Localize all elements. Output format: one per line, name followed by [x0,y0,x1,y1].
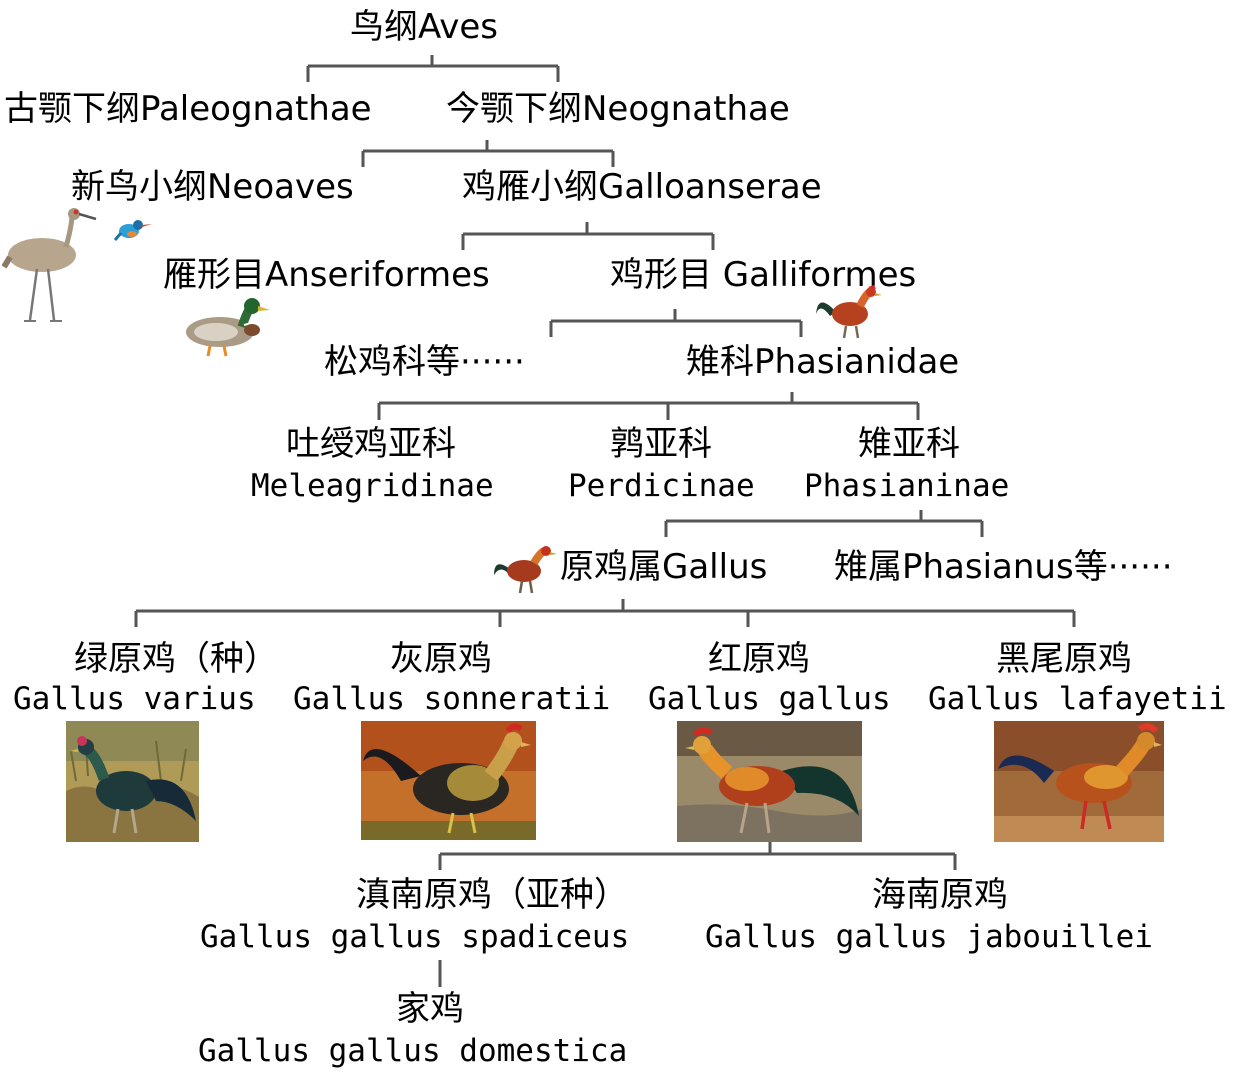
species-lat-lafayetii: Gallus lafayetii [928,681,1227,717]
taxon-perdicinae-lat: Perdicinae [568,468,755,504]
subspecies-cn-jabouillei: 海南原鸡 [872,875,1008,915]
species-lat-gallus: Gallus gallus [648,681,891,717]
crane-icon [2,208,97,322]
taxon-phasianinae-cn: 雉亚科 [858,424,960,464]
connector-gallus [134,599,1076,627]
species-lat-sonneratii: Gallus sonneratii [293,681,611,717]
species-cn-gallus: 红原鸡 [708,639,810,679]
taxon-anseriformes: 雁形目Anseriformes [163,255,490,295]
species-lat-varius: Gallus varius [13,681,256,717]
species-cn-lafayetii: 黑尾原鸡 [996,639,1132,679]
ceylon-junglefowl-photo [994,721,1164,842]
taxon-perdicinae-cn: 鹑亚科 [610,424,712,464]
grey-junglefowl-photo [361,721,536,840]
taxon-galliformes: 鸡形目 Galliformes [610,255,917,295]
taxon-paleognathae: 古颚下纲Paleognathae [4,89,372,129]
rooster-icon [816,285,882,339]
taxon-neognathae: 今颚下纲Neognathae [446,89,790,129]
domestic-cn: 家鸡 [396,989,464,1029]
mallard-duck-icon [186,298,270,357]
taxon-galloanserae: 鸡雁小纲Galloanserae [462,167,822,207]
taxon-aves: 鸟纲Aves [350,7,499,47]
subspecies-lat-jabouillei: Gallus gallus jabouillei [705,919,1153,955]
junglefowl-icon [494,546,557,594]
connector-phasianidae [377,392,920,420]
domestic-lat: Gallus gallus domestica [198,1033,628,1069]
taxon-gallus: 原鸡属Gallus [560,547,768,587]
connector-neognathae [361,140,615,167]
subspecies-lat-spadiceus: Gallus gallus spadiceus [200,919,630,955]
subspecies-cn-spadiceus: 滇南原鸡（亚种） [356,875,628,915]
taxon-megapodiidae-etc: 松鸡科等······ [324,342,525,382]
taxon-phasianinae-lat: Phasianinae [804,468,1010,504]
connector-galliformes [549,309,803,337]
kingfisher-icon [113,220,152,241]
taxon-phasianus-etc: 雉属Phasianus等······ [834,547,1173,587]
red-junglefowl-photo [677,721,862,842]
connector-phasianinae [664,510,984,537]
connector-aves [306,55,560,82]
connector-gallus-gallus [438,842,957,870]
taxon-neoaves: 新鸟小纲Neoaves [71,167,354,207]
species-cn-sonneratii: 灰原鸡 [390,639,492,679]
taxon-meleagridinae-cn: 吐绶鸡亚科 [286,424,456,464]
taxon-meleagridinae-lat: Meleagridinae [251,468,494,504]
connector-galloanserae [461,222,715,250]
taxon-phasianidae: 雉科Phasianidae [686,342,960,382]
species-cn-varius: 绿原鸡（种） [74,639,278,679]
green-junglefowl-photo [66,721,199,842]
